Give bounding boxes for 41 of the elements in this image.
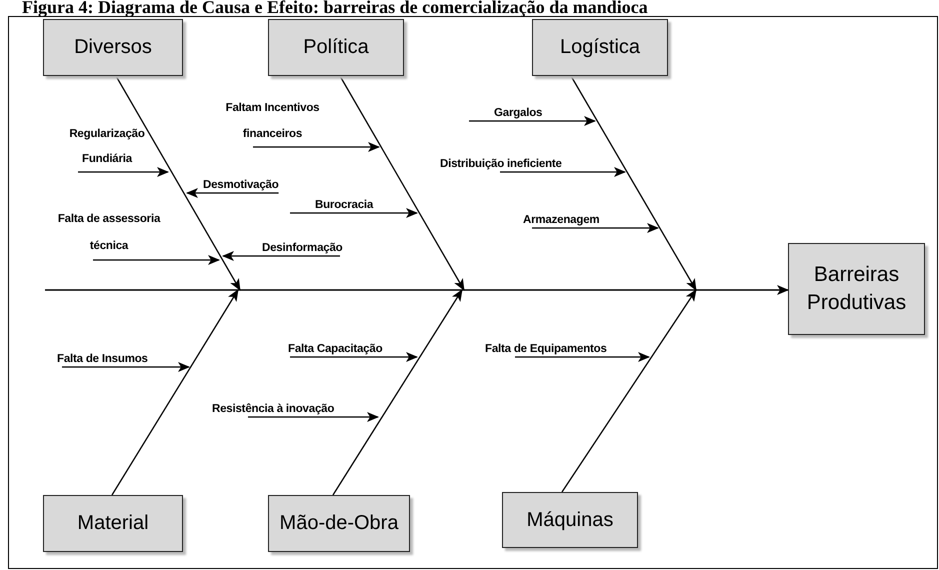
- bone-arrow: [111, 289, 239, 496]
- cause-label: Falta Capacitação: [288, 341, 382, 357]
- cause-arrow: [62, 362, 190, 372]
- cause-arrow: [253, 142, 380, 152]
- category-box: Máquinas: [502, 492, 638, 548]
- cause-arrow: [290, 208, 418, 218]
- cause-arrow: [532, 223, 659, 233]
- bone-arrow: [570, 76, 697, 291]
- cause-label: Falta de Insumos: [57, 351, 148, 367]
- cause-label: Armazenagem: [523, 212, 600, 228]
- category-box: Política: [268, 19, 404, 76]
- cause-arrow: [186, 188, 279, 198]
- figure-title: Figura 4: Diagrama de Causa e Efeito: barreiras de comercialização da mandioca: [22, 0, 648, 18]
- cause-arrow: [93, 255, 220, 265]
- bone-arrow: [339, 76, 465, 291]
- cause-label: Resistência à inovação: [212, 401, 334, 417]
- category-box: Diversos: [43, 19, 183, 76]
- bone-arrow: [332, 289, 463, 496]
- cause-label: Falta de Equipamentos: [485, 341, 607, 357]
- cause-arrow: [248, 412, 379, 422]
- cause-arrow: [290, 352, 418, 362]
- cause-arrow: [515, 352, 650, 362]
- cause-label: Desinformação: [262, 240, 342, 256]
- category-box: Logística: [532, 19, 668, 76]
- cause-arrow: [500, 167, 626, 177]
- cause-arrow: [222, 251, 340, 261]
- cause-label: Distribuição ineficiente: [440, 156, 562, 172]
- cause-label: Desmotivação: [203, 177, 279, 193]
- category-box: Material: [43, 495, 183, 552]
- bone-arrow: [561, 289, 697, 492]
- cause-arrow: [469, 116, 596, 126]
- cause-label: Falta de assessoria técnica: [46, 206, 172, 260]
- cause-label: Gargalos: [469, 105, 542, 121]
- category-box: Mão-de-Obra: [268, 495, 410, 552]
- spine-arrow: [45, 285, 789, 295]
- cause-label: Burocracia: [290, 197, 374, 213]
- cause-arrow: [78, 167, 169, 177]
- cause-label: Regularização Fundiária: [52, 122, 162, 172]
- effect-box: Barreiras Produtivas: [788, 243, 925, 335]
- cause-label: Faltam Incentivos financeiros: [210, 95, 335, 147]
- bone-arrow: [115, 76, 241, 291]
